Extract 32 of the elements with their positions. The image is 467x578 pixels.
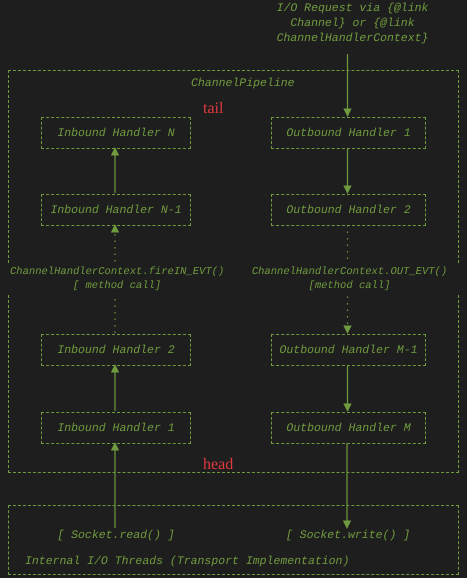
arrow <box>110 442 120 528</box>
arrow <box>110 147 120 193</box>
handler-box <box>271 334 426 366</box>
edge-label: ChannelHandlerContext.fireIN_EVT() [ method call] <box>8 264 226 294</box>
transport-box <box>8 505 459 575</box>
handler-label: Outbound Handler 2 <box>286 204 411 216</box>
handler-box <box>41 117 191 149</box>
pipeline-title: ChannelPipeline <box>191 77 295 92</box>
handler-label: Outbound Handler M-1 <box>279 344 418 356</box>
handler-box <box>271 412 426 444</box>
handler-label: Inbound Handler N <box>57 126 175 140</box>
handler-box <box>41 334 191 366</box>
handler-box <box>41 194 191 226</box>
transport-label: Internal I/O Threads (Transport Implementation) <box>25 555 350 570</box>
arrow <box>343 148 352 194</box>
pipeline-end-label: head <box>203 456 234 474</box>
handler-label: Outbound Handler M <box>286 422 411 434</box>
handler-label: Inbound Handler N-1 <box>50 204 182 216</box>
arrow <box>343 365 352 412</box>
socket-call-label: [ Socket.read() ] <box>56 529 176 542</box>
arrow <box>342 443 352 529</box>
arrow <box>110 364 120 411</box>
handler-box <box>271 117 426 149</box>
handler-box <box>41 412 191 444</box>
socket-call-label: [ Socket.write() ] <box>284 529 412 542</box>
handler-box <box>271 194 426 226</box>
handler-label: Inbound Handler 1 <box>57 422 175 434</box>
request-label: I/O Request via {@link Channel} or {@link ChannelHandlerContext} <box>276 2 430 47</box>
handler-label: Outbound Handler 1 <box>286 126 411 140</box>
pipeline-end-label: tail <box>203 100 224 118</box>
handler-label: Inbound Handler 2 <box>57 344 175 356</box>
arrow <box>343 54 352 117</box>
